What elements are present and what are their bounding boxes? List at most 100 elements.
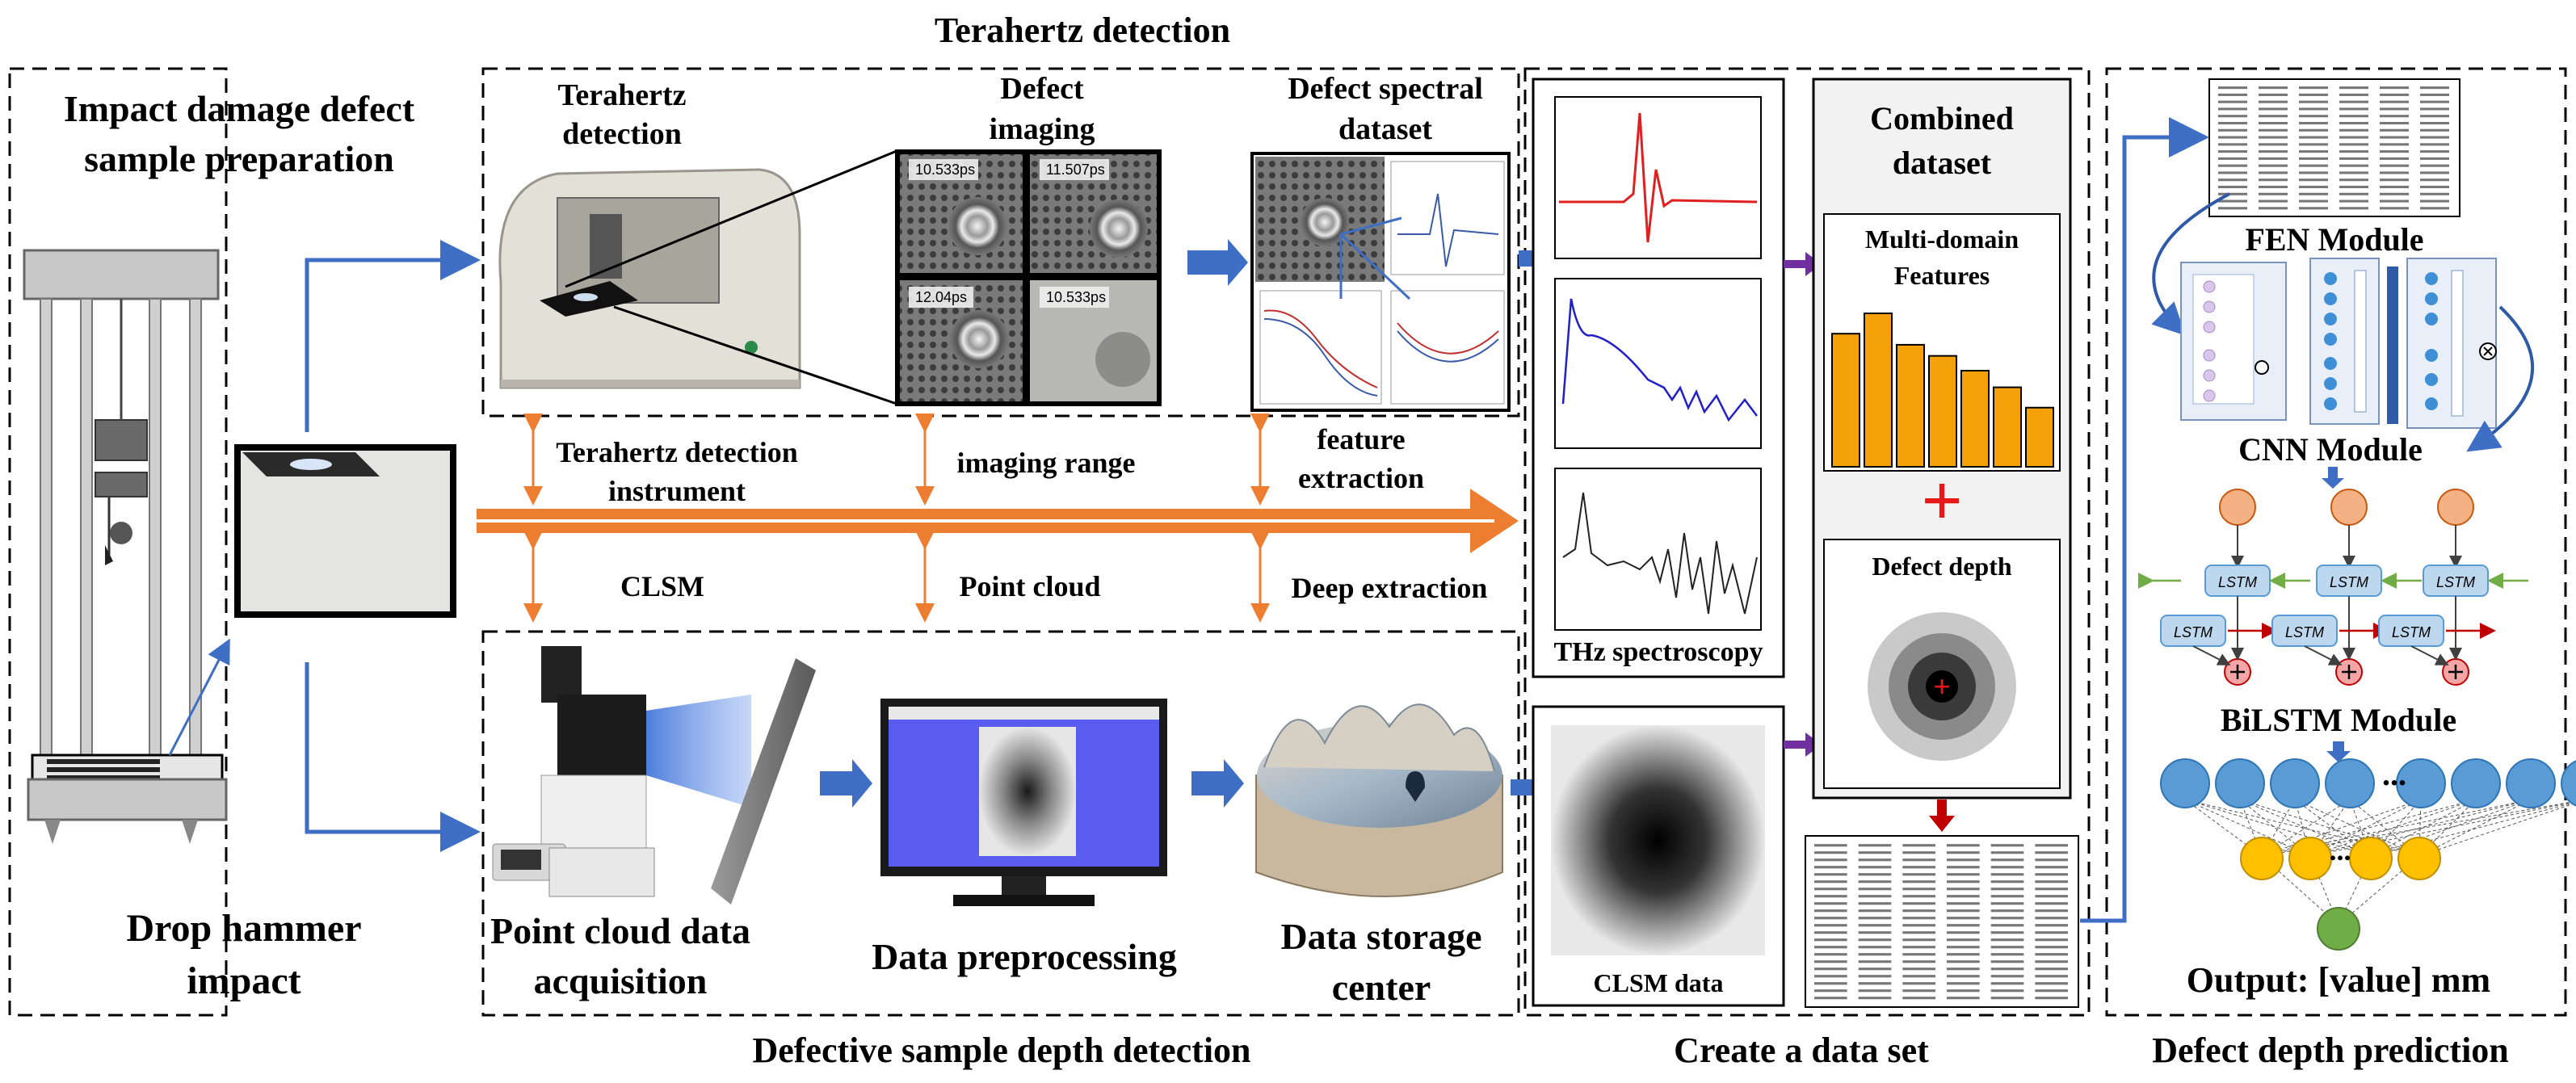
table-cell [2339, 199, 2368, 203]
output-node [2317, 907, 2360, 951]
table-cell [1858, 858, 1892, 862]
table-cell [2299, 157, 2328, 160]
table-cell [2259, 143, 2288, 146]
bilstm-module-label: BiLSTM Module [2221, 702, 2456, 738]
table-cell [1902, 938, 1935, 942]
table-cell [1990, 902, 2024, 905]
table-cell [2259, 178, 2288, 182]
table-cell [2420, 93, 2449, 96]
down-red-arrow [1929, 800, 1955, 832]
combined-dataset-panel: Combined dataset Multi-domain Features +… [1812, 78, 2072, 800]
table-cell [2218, 86, 2247, 90]
acquisition-label-1: Point cloud data [490, 910, 750, 951]
table-cell [1990, 924, 2024, 927]
ellipsis: ... [2382, 756, 2406, 792]
table-cell [2299, 107, 2328, 111]
table-cell [2035, 931, 2068, 934]
table-cell [1947, 938, 1980, 942]
table-cell [1902, 866, 1935, 869]
table-cell [2420, 171, 2449, 174]
table-cell [1858, 989, 1892, 993]
table-cell [2339, 178, 2368, 182]
table-cell [2420, 86, 2449, 90]
table-cell [1990, 866, 2024, 869]
table-cell [1858, 888, 1892, 891]
table-cell [1814, 989, 1847, 993]
table-cell [2035, 909, 2068, 913]
table-cell [1902, 888, 1935, 891]
table-cell [2420, 192, 2449, 195]
table-cell [2218, 207, 2247, 210]
table-cell [1814, 931, 1847, 934]
thz-instrument-title-2: detection [562, 117, 682, 151]
thz-spectroscopy-panel: THz spectroscopy [1532, 78, 1785, 678]
table-cell [1990, 858, 2024, 862]
spectral-dataset-image [1250, 152, 1511, 412]
feature-bars [1831, 313, 2054, 468]
table-cell [2339, 93, 2368, 96]
table-cell [2259, 136, 2288, 139]
table-cell [1902, 909, 1935, 913]
table-cell [1814, 975, 1847, 978]
input-node [2437, 489, 2474, 526]
spectral-title-2: dataset [1338, 112, 1432, 146]
table-cell [2380, 178, 2409, 182]
table-cell [1814, 997, 1847, 1000]
table-cell [1947, 924, 1980, 927]
table-cell [1947, 909, 1980, 913]
spectral-title-1: Defect spectral [1288, 72, 1483, 106]
dataset-frame [1523, 67, 2091, 1017]
table-cell [2259, 171, 2288, 174]
table-cell [1814, 924, 1847, 927]
table-cell [2299, 93, 2328, 96]
table-cell [1902, 917, 1935, 920]
table-cell [2380, 164, 2409, 167]
table-cell [2339, 157, 2368, 160]
sample-branch-arrows [305, 240, 481, 852]
prediction-frame [2105, 67, 2567, 1017]
table-cell [2380, 107, 2409, 111]
table-cell [1947, 866, 1980, 869]
table-cell [1902, 851, 1935, 854]
thz-instrument-title-1: Terahertz [558, 78, 687, 112]
hammer-to-sample-arrow [168, 638, 230, 756]
table-cell [2218, 178, 2247, 182]
table-cell [2380, 192, 2409, 195]
table-cell [2299, 150, 2328, 153]
table-cell [2339, 128, 2368, 132]
table-cell [1990, 851, 2024, 854]
table-cell [2420, 164, 2449, 167]
table-cell [1814, 873, 1847, 876]
table-cell [1902, 844, 1935, 847]
table-cell [2299, 136, 2328, 139]
lstm-edge [2410, 645, 2449, 665]
storage-label-1: Data storage [1280, 916, 1481, 957]
clsm-microscope-image [492, 646, 816, 905]
mlp-edge [2261, 799, 2477, 857]
clsm-depth-frame [481, 630, 1520, 1017]
table-cell [2380, 128, 2409, 132]
input-node [2330, 489, 2368, 526]
dataset-to-model-arrow [2080, 117, 2209, 923]
table-cell [1990, 975, 2024, 978]
table-cell [1990, 880, 2024, 884]
table-cell [2035, 938, 2068, 942]
table-cell [2035, 844, 2068, 847]
table-cell [2218, 185, 2247, 189]
hidden-node [2215, 758, 2265, 808]
table-cell [1814, 880, 1847, 884]
combined-title-1: Combined [1870, 100, 2014, 136]
table-cell [2218, 121, 2247, 125]
table-cell [2299, 100, 2328, 103]
lstm-label: LSTM [2392, 624, 2431, 640]
feature-bar-3 [1896, 343, 1925, 468]
table-cell [1990, 968, 2024, 971]
numeric-table-panel [1805, 835, 2079, 1008]
mlp-edge [2294, 799, 2311, 857]
flow-label-feature-2: extraction [1298, 462, 1424, 494]
table-cell [2218, 171, 2247, 174]
table-cell [2339, 143, 2368, 146]
table-cell [1814, 902, 1847, 905]
table-cell [1947, 851, 1980, 854]
table-cell [2218, 128, 2247, 132]
